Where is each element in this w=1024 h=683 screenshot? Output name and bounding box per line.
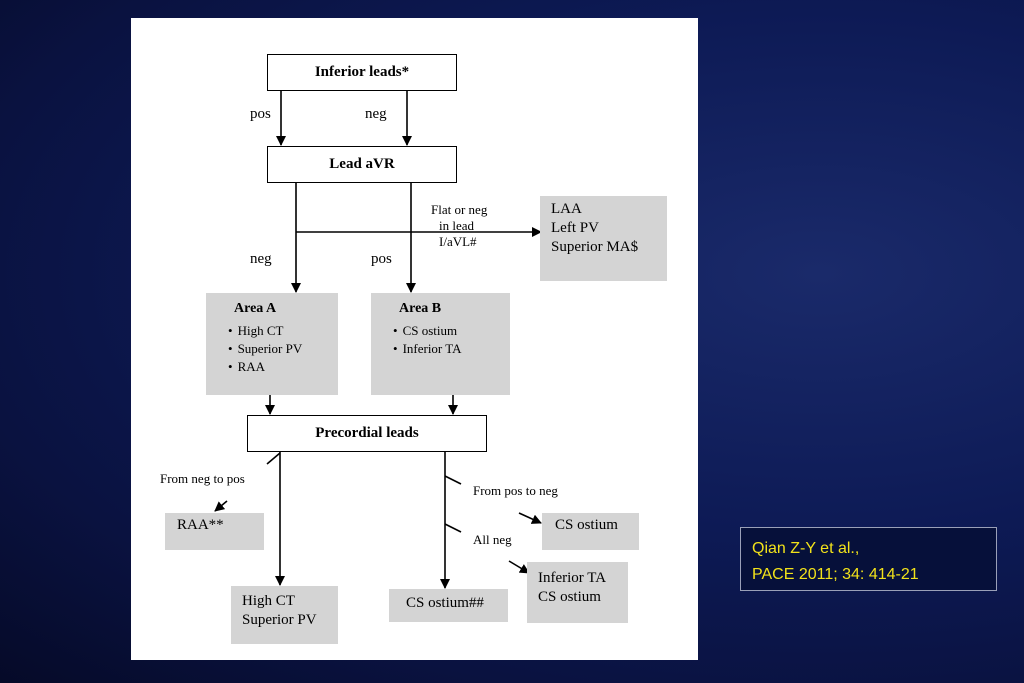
area-b-box: Area B CS ostium Inferior TA [371,293,510,395]
from-pos-to-neg-label: From pos to neg [473,483,558,498]
inferior-ta-line-1: Inferior TA [538,570,607,586]
raa-label: RAA** [177,517,224,533]
raa-box: RAA** [165,513,264,550]
flat-line-1: Flat or neg [431,202,488,217]
high-ct-line-2: Superior PV [242,612,317,628]
area-a-item: High CT [228,322,338,340]
flat-or-neg-label: Flat or neg in lead I/aVL# [431,202,503,250]
high-ct-box: High CT Superior PV [231,586,338,644]
inferior-ta-line-2: CS ostium [538,589,601,605]
area-b-title: Area B [399,301,442,316]
cs-ostium-hash-label: CS ostium## [406,595,484,611]
all-neg-label: All neg [473,532,512,547]
area-a-box: Area A High CT Superior PV RAA [206,293,338,395]
neg-label-2: neg [250,251,272,267]
laa-line-1: LAA [551,201,582,217]
laa-line-2: Left PV [551,220,599,236]
high-ct-line-1: High CT [242,593,295,609]
pos-label-1: pos [250,106,271,122]
area-a-list: High CT Superior PV RAA [206,322,338,376]
area-a-title: Area A [234,301,277,316]
citation-line-2: PACE 2011; 34: 414-21 [752,566,919,583]
cs-ostium-hash-box: CS ostium## [389,589,508,622]
inferior-ta-box: Inferior TA CS ostium [527,562,628,623]
laa-line-3: Superior MA$ [551,239,639,255]
precordial-leads-box: Precordial leads [247,415,487,452]
from-neg-to-pos-label: From neg to pos [160,471,245,486]
laa-box: LAA Left PV Superior MA$ [540,196,667,281]
area-a-item: RAA [228,358,338,376]
area-b-item: Inferior TA [393,340,510,358]
area-b-list: CS ostium Inferior TA [371,322,510,358]
inferior-leads-label: Inferior leads* [314,64,410,80]
inferior-leads-box: Inferior leads* [267,54,457,91]
area-b-item: CS ostium [393,322,510,340]
citation-box: Qian Z-Y et al., PACE 2011; 34: 414-21 [740,527,997,591]
lead-avr-box: Lead aVR [267,146,457,183]
precordial-leads-label: Precordial leads [315,425,419,441]
flowchart-connectors [214,91,542,589]
cs-ostium-box: CS ostium [542,513,639,550]
flat-line-2: in lead [439,218,475,233]
citation-line-1: Qian Z-Y et al., [752,540,860,557]
flowchart-panel: Inferior leads* pos neg Lead aVR Flat or… [131,18,698,660]
neg-label-1: neg [365,106,387,122]
area-a-item: Superior PV [228,340,338,358]
pos-label-2: pos [371,251,392,267]
lead-avr-label: Lead aVR [329,156,395,172]
cs-ostium-label: CS ostium [555,517,618,533]
flat-line-3: I/aVL# [439,234,477,249]
